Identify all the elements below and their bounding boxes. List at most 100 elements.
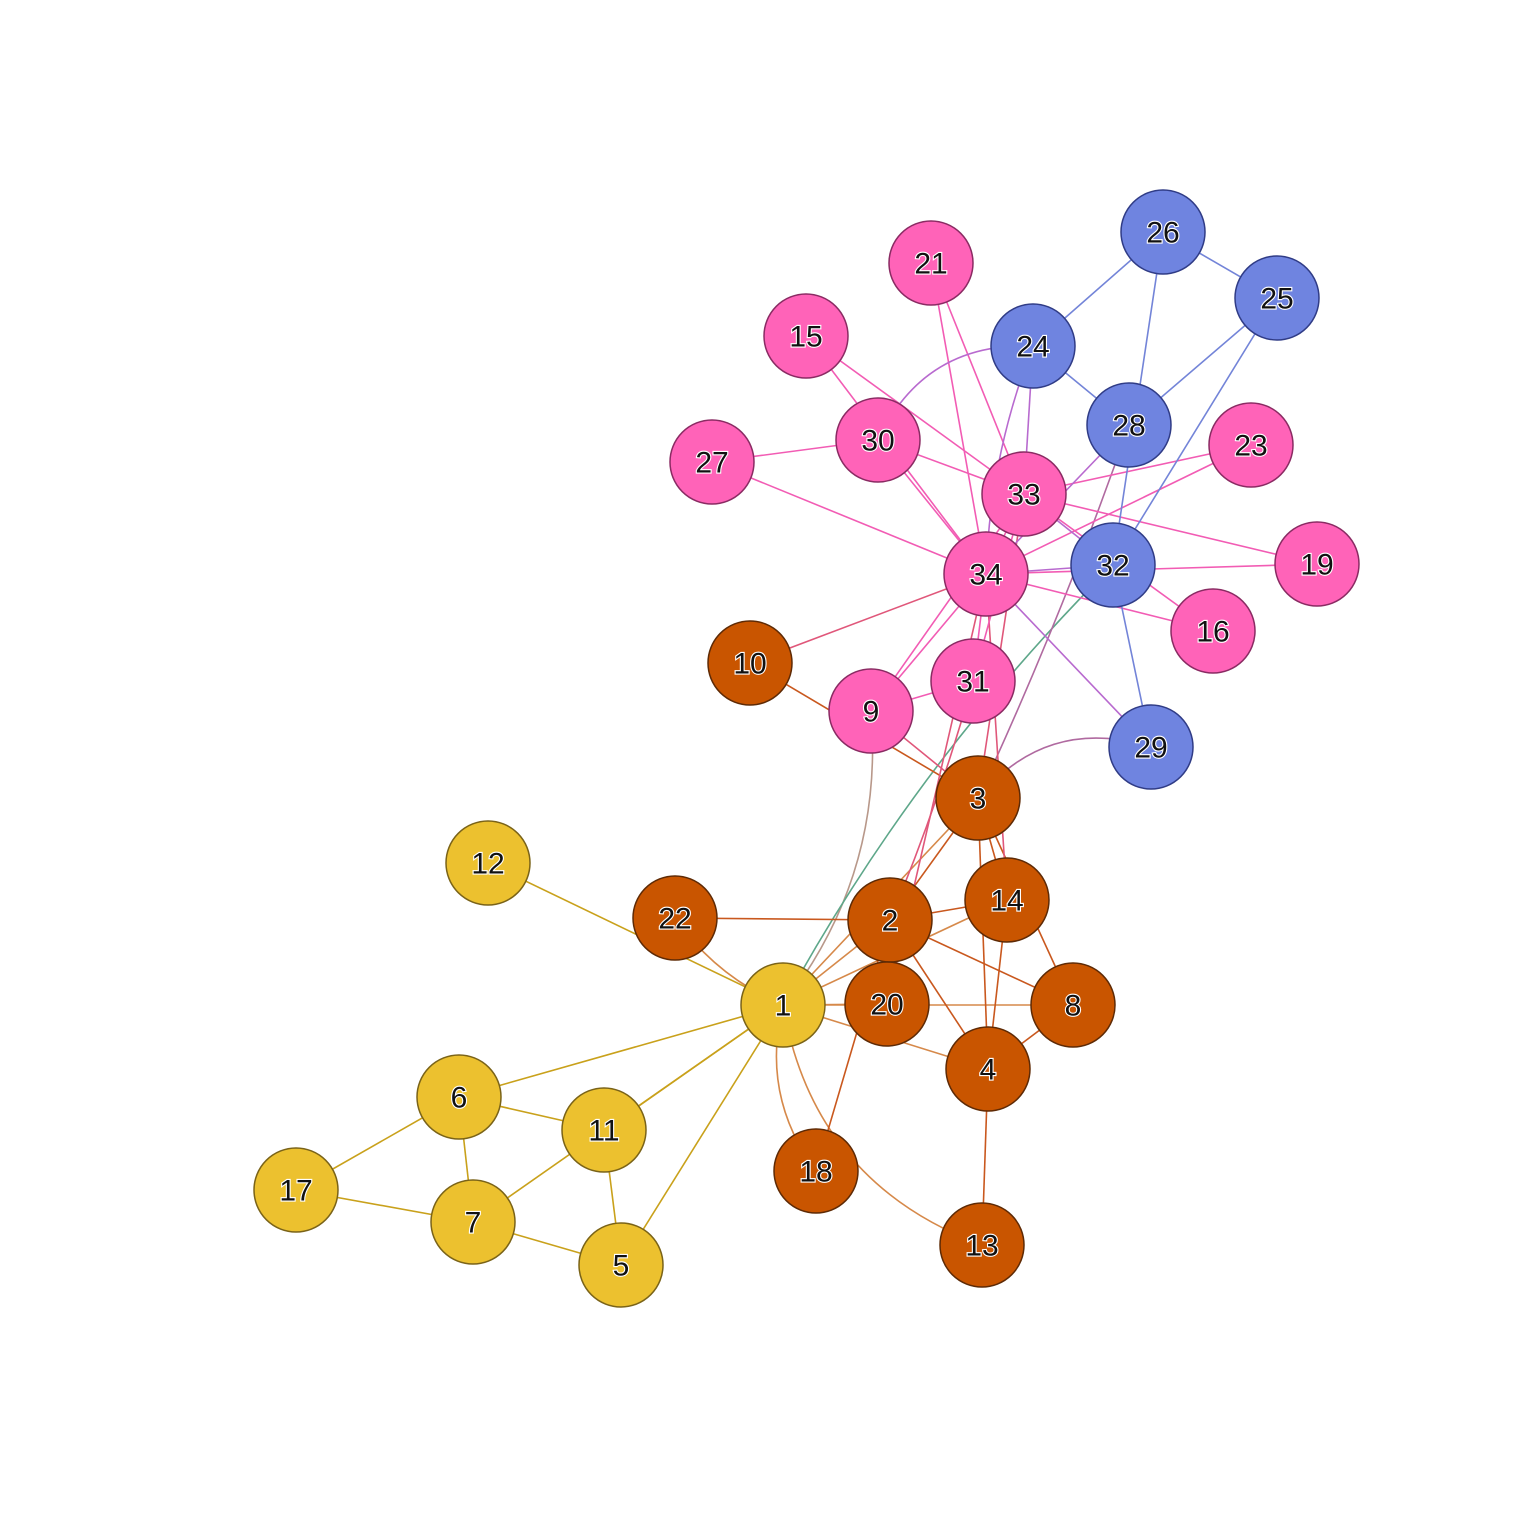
node-label: 12 — [471, 848, 504, 881]
node-circle — [844, 961, 930, 1047]
node-circle — [1070, 522, 1156, 608]
edge-19-33 — [1023, 493, 1318, 565]
node-label: 3 — [970, 783, 987, 816]
node-label: 13 — [965, 1230, 998, 1263]
edge-1-32 — [782, 564, 1114, 1006]
edge-1-5 — [620, 1004, 784, 1266]
node-9[interactable]: 9 — [828, 668, 914, 754]
node-label: 30 — [861, 425, 894, 458]
node-label: 5 — [613, 1250, 630, 1283]
edge-2-18 — [815, 919, 891, 1172]
node-4[interactable]: 4 — [945, 1026, 1031, 1112]
node-label: 8 — [1065, 990, 1082, 1023]
node-34[interactable]: 34 — [943, 531, 1029, 617]
node-label: 9 — [863, 696, 880, 729]
node-22[interactable]: 22 — [632, 875, 718, 961]
node-label: 1 — [775, 990, 792, 1023]
node-27[interactable]: 27 — [669, 419, 755, 505]
node-circle — [763, 293, 849, 379]
node-circle — [773, 1128, 859, 1214]
node-circle — [707, 620, 793, 706]
node-6[interactable]: 6 — [416, 1054, 502, 1140]
node-16[interactable]: 16 — [1170, 588, 1256, 674]
node-33[interactable]: 33 — [981, 451, 1067, 537]
node-circle — [1108, 704, 1194, 790]
edge-1-9 — [782, 710, 874, 1006]
edge-27-34 — [711, 461, 987, 575]
edge-9-33 — [870, 493, 1025, 712]
node-circle — [930, 638, 1016, 724]
node-2[interactable]: 2 — [847, 877, 933, 963]
node-circle — [416, 1054, 502, 1140]
node-label: 14 — [990, 885, 1023, 918]
node-label: 6 — [451, 1082, 468, 1115]
node-23[interactable]: 23 — [1208, 402, 1294, 488]
node-label: 22 — [658, 903, 691, 936]
node-circle — [939, 1202, 1025, 1288]
node-circle — [1170, 588, 1256, 674]
node-label: 15 — [789, 321, 822, 354]
node-29[interactable]: 29 — [1108, 704, 1194, 790]
node-18[interactable]: 18 — [773, 1128, 859, 1214]
node-label: 4 — [980, 1054, 997, 1087]
node-label: 26 — [1146, 217, 1179, 250]
node-26[interactable]: 26 — [1120, 189, 1206, 275]
node-circle — [669, 419, 755, 505]
node-30[interactable]: 30 — [835, 397, 921, 483]
node-15[interactable]: 15 — [763, 293, 849, 379]
node-20[interactable]: 20 — [844, 961, 930, 1047]
node-25[interactable]: 25 — [1234, 255, 1320, 341]
node-1[interactable]: 1 — [740, 962, 826, 1048]
node-circle — [430, 1179, 516, 1265]
node-28[interactable]: 28 — [1086, 382, 1172, 468]
node-label: 28 — [1112, 410, 1145, 443]
node-label: 16 — [1196, 616, 1229, 649]
node-label: 7 — [465, 1207, 482, 1240]
node-19[interactable]: 19 — [1274, 521, 1360, 607]
node-label: 2 — [882, 905, 899, 938]
node-label: 20 — [870, 989, 903, 1022]
node-circle — [578, 1222, 664, 1308]
edge-21-34 — [930, 262, 987, 575]
node-31[interactable]: 31 — [930, 638, 1016, 724]
node-13[interactable]: 13 — [939, 1202, 1025, 1288]
node-circle — [888, 220, 974, 306]
node-circle — [945, 1026, 1031, 1112]
node-label: 29 — [1134, 732, 1167, 765]
node-17[interactable]: 17 — [253, 1147, 339, 1233]
node-label: 11 — [588, 1115, 619, 1148]
node-circle — [1030, 962, 1116, 1048]
node-circle — [935, 755, 1021, 841]
node-circle — [445, 820, 531, 906]
node-label: 31 — [956, 666, 989, 699]
edge-15-33 — [805, 335, 1025, 495]
node-label: 27 — [695, 447, 728, 480]
node-label: 33 — [1007, 479, 1040, 512]
node-circle — [632, 875, 718, 961]
edge-25-32 — [1112, 297, 1278, 566]
node-label: 23 — [1234, 430, 1267, 463]
node-label: 17 — [279, 1175, 312, 1208]
node-14[interactable]: 14 — [964, 857, 1050, 943]
node-circle — [1120, 189, 1206, 275]
node-label: 21 — [914, 248, 947, 281]
node-circle — [943, 531, 1029, 617]
node-3[interactable]: 3 — [935, 755, 1021, 841]
node-label: 25 — [1260, 283, 1293, 316]
node-24[interactable]: 24 — [990, 303, 1076, 389]
node-8[interactable]: 8 — [1030, 962, 1116, 1048]
node-7[interactable]: 7 — [430, 1179, 516, 1265]
node-circle — [835, 397, 921, 483]
node-5[interactable]: 5 — [578, 1222, 664, 1308]
nodes-layer: 1234567891011121314151617181920212223242… — [253, 189, 1360, 1308]
node-label: 19 — [1300, 549, 1333, 582]
node-10[interactable]: 10 — [707, 620, 793, 706]
node-circle — [990, 303, 1076, 389]
node-circle — [1086, 382, 1172, 468]
node-21[interactable]: 21 — [888, 220, 974, 306]
node-12[interactable]: 12 — [445, 820, 531, 906]
node-11[interactable]: 11 — [561, 1087, 647, 1173]
node-circle — [1274, 521, 1360, 607]
node-32[interactable]: 32 — [1070, 522, 1156, 608]
